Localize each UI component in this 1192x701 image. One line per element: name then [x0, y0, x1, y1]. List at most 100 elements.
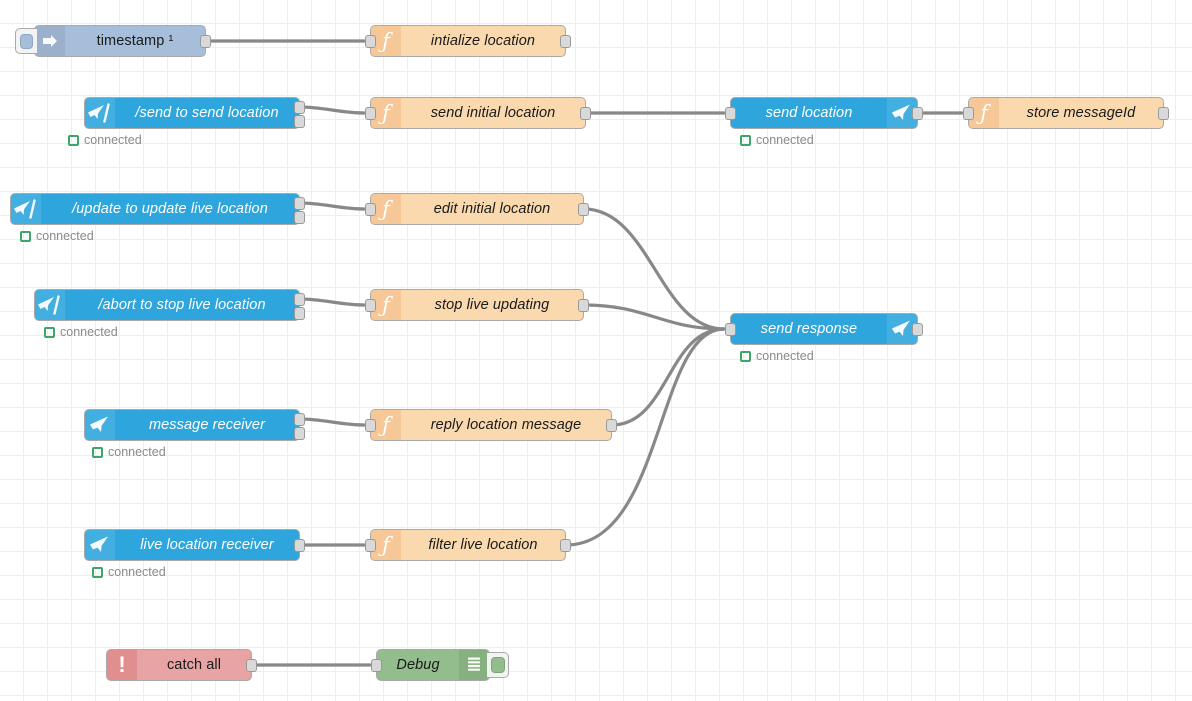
node-label: message receiver — [148, 417, 266, 433]
node-catch-all[interactable]: ! catch all — [106, 649, 257, 681]
input-port[interactable] — [725, 323, 736, 336]
status-label: connected — [60, 325, 118, 339]
node-label: stop live updating — [434, 297, 550, 313]
node-label: send response — [760, 321, 858, 337]
wire-update-command-to-edit-initial-location — [298, 201, 366, 211]
output-port-1[interactable] — [294, 101, 305, 114]
function-f-icon: ƒ — [371, 530, 401, 560]
input-port[interactable] — [365, 203, 376, 216]
node-send-to-send-location[interactable]: /send to send location — [84, 97, 305, 129]
input-port[interactable] — [371, 659, 382, 672]
status-send-to-send-location: connected — [68, 133, 142, 147]
node-debug[interactable]: Debug — [371, 649, 509, 681]
input-port[interactable] — [365, 35, 376, 48]
node-label: edit initial location — [433, 201, 551, 217]
node-send-location[interactable]: send location — [725, 97, 923, 129]
output-port-1[interactable] — [294, 413, 305, 426]
output-port-1[interactable] — [294, 197, 305, 210]
output-port[interactable] — [560, 539, 571, 552]
wire-stop-live-updating-to-send-response — [582, 303, 726, 331]
function-f-icon: ƒ — [371, 26, 401, 56]
output-port[interactable] — [200, 35, 211, 48]
node-abort-to-stop-live-location[interactable]: /abort to stop live location — [34, 289, 305, 321]
node-label: Debug — [396, 657, 440, 673]
node-message-receiver[interactable]: message receiver — [84, 409, 305, 441]
output-port[interactable] — [606, 419, 617, 432]
input-port[interactable] — [365, 539, 376, 552]
telegram-plane-icon — [85, 530, 115, 560]
arrow-right-icon — [35, 26, 65, 56]
function-f-icon: ƒ — [969, 98, 999, 128]
node-label: send location — [765, 105, 853, 121]
status-abort-to-stop-live-location: connected — [44, 325, 118, 339]
node-timestamp[interactable]: timestamp ¹ — [15, 25, 211, 57]
status-live-location-receiver: connected — [92, 565, 166, 579]
node-label: /send to send location — [135, 105, 279, 121]
function-f-icon: ƒ — [371, 290, 401, 320]
output-port[interactable] — [912, 323, 923, 336]
output-port[interactable] — [294, 539, 305, 552]
node-send-initial-location[interactable]: ƒ send initial location — [365, 97, 591, 129]
node-intialize-location[interactable]: ƒ intialize location — [365, 25, 571, 57]
debug-enable-toggle[interactable] — [487, 652, 509, 678]
output-port[interactable] — [578, 299, 589, 312]
output-port[interactable] — [578, 203, 589, 216]
output-port[interactable] — [246, 659, 257, 672]
output-port-2[interactable] — [294, 427, 305, 440]
node-stop-live-updating[interactable]: ƒ stop live updating — [365, 289, 589, 321]
node-edit-initial-location[interactable]: ƒ edit initial location — [365, 193, 589, 225]
node-store-messageid[interactable]: ƒ store messageId — [963, 97, 1169, 129]
status-label: connected — [36, 229, 94, 243]
status-label: connected — [108, 445, 166, 459]
input-port[interactable] — [725, 107, 736, 120]
node-label: catch all — [166, 657, 222, 673]
status-ok-icon — [44, 326, 55, 338]
status-send-location: connected — [740, 133, 814, 147]
status-ok-icon — [20, 230, 31, 242]
node-reply-location-message[interactable]: ƒ reply location message — [365, 409, 617, 441]
node-update-to-update-live-location[interactable]: /update to update live location — [10, 193, 305, 225]
wire-reply-location-message-to-send-response — [610, 327, 726, 427]
status-label: connected — [756, 349, 814, 363]
debug-toggle-knob — [490, 657, 505, 673]
output-port-1[interactable] — [294, 293, 305, 306]
status-label: connected — [756, 133, 814, 147]
node-label: store messageId — [1026, 105, 1136, 121]
input-port[interactable] — [365, 299, 376, 312]
node-filter-live-location[interactable]: ƒ filter live location — [365, 529, 571, 561]
telegram-plane-icon — [887, 98, 917, 128]
node-live-location-receiver[interactable]: live location receiver — [84, 529, 305, 561]
output-port[interactable] — [560, 35, 571, 48]
status-label: connected — [108, 565, 166, 579]
debug-lines-icon — [459, 650, 489, 680]
output-port-2[interactable] — [294, 115, 305, 128]
node-label: /update to update live location — [72, 201, 268, 217]
output-port[interactable] — [580, 107, 591, 120]
status-ok-icon — [92, 566, 103, 578]
node-send-response[interactable]: send response — [725, 313, 923, 345]
inject-knob — [20, 33, 33, 49]
wire-edit-initial-location-to-send-response — [582, 207, 726, 331]
exclamation-icon: ! — [107, 650, 137, 680]
output-port[interactable] — [1158, 107, 1169, 120]
status-ok-icon — [740, 134, 751, 146]
node-label: send initial location — [430, 105, 556, 121]
input-port[interactable] — [365, 107, 376, 120]
inject-trigger-button[interactable] — [15, 28, 37, 54]
status-send-response: connected — [740, 349, 814, 363]
input-port[interactable] — [365, 419, 376, 432]
status-ok-icon — [68, 134, 79, 146]
input-port[interactable] — [963, 107, 974, 120]
node-label: live location receiver — [140, 537, 274, 553]
status-ok-icon — [740, 350, 751, 362]
output-port-2[interactable] — [294, 211, 305, 224]
node-label: /abort to stop live location — [98, 297, 266, 313]
telegram-plane-icon — [85, 410, 115, 440]
node-label: filter live location — [428, 537, 538, 553]
wire-message-receiver-to-reply-location-message — [298, 417, 366, 427]
wire-send-command-to-send-initial-location — [298, 105, 366, 115]
wire-abort-command-to-stop-live-updating — [298, 297, 366, 307]
output-port[interactable] — [912, 107, 923, 120]
output-port-2[interactable] — [294, 307, 305, 320]
